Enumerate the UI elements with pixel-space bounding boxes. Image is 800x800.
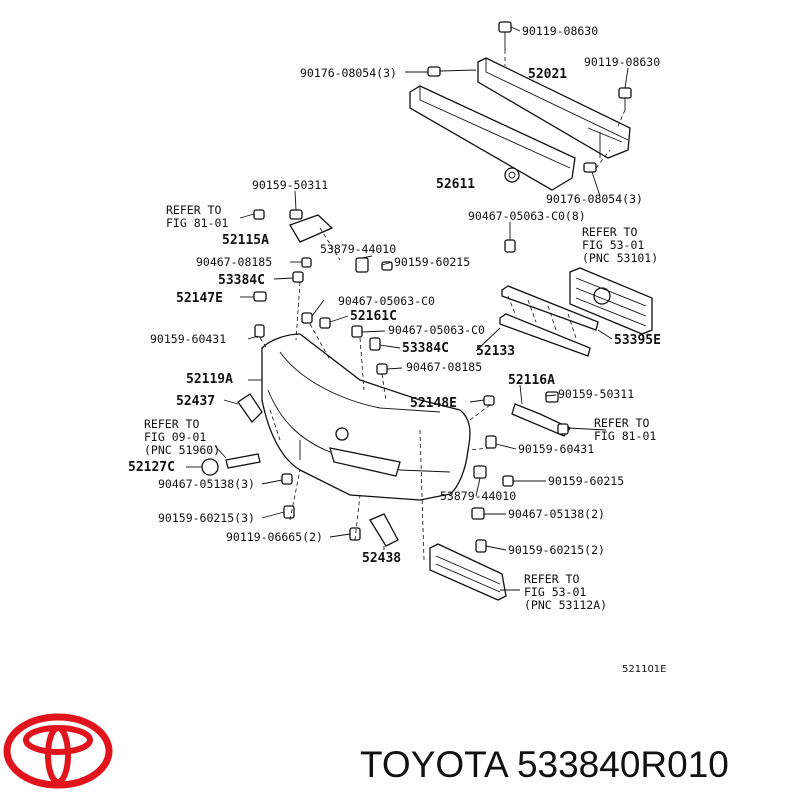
label-l26: 52116A <box>508 373 555 388</box>
label-l36: 53879-44010 <box>440 489 516 503</box>
label-l30c: (PNC 51960) <box>144 443 220 457</box>
toyota-logo-icon <box>3 713 113 789</box>
label-l42b: FIG 53-01 <box>524 585 586 599</box>
label-l40: 52438 <box>362 551 401 566</box>
energy-absorber <box>409 85 576 191</box>
label-l33: 52127C <box>128 460 175 475</box>
label-l22: 52133 <box>476 344 515 359</box>
label-l11b: FIG 53-01 <box>582 238 644 252</box>
label-l35: 90159-60215 <box>548 474 624 488</box>
label-l19: 90159-60431 <box>150 332 226 346</box>
label-l28: 90159-50311 <box>558 387 634 401</box>
label-l27: 52437 <box>176 394 215 409</box>
label-l32: 90159-60431 <box>518 442 594 456</box>
label-l14: 90159-60215 <box>394 255 470 269</box>
brand-part-number: TOYOTA 533840R010 <box>360 744 729 785</box>
bolt-top <box>498 21 512 50</box>
label-l31b: FIG 81-01 <box>594 429 656 443</box>
label-l37: 90159-60215(3) <box>158 511 255 525</box>
label-l18: 52161C <box>350 309 397 324</box>
label-l08a: REFER TO <box>166 203 221 217</box>
label-l20: 90467-05063-C0 <box>388 323 485 337</box>
molding-52133 <box>499 313 591 357</box>
fasteners <box>253 209 569 553</box>
diagram-code: 521101E <box>622 664 667 675</box>
label-l06: 90176-08054(3) <box>546 192 643 206</box>
label-l13: 90467-08185 <box>196 255 272 269</box>
label-l30b: FIG 09-01 <box>144 430 206 444</box>
label-l21: 53384C <box>402 341 449 356</box>
bolt-right <box>618 87 632 110</box>
clip-left-top <box>427 66 477 77</box>
label-l07: 90159-50311 <box>252 178 328 192</box>
part-labels: 90119-08630 90176-08054(3) 52021 90119-0… <box>128 24 667 675</box>
label-l38: 90467-05138(2) <box>508 507 605 521</box>
cap-52127c <box>201 453 261 476</box>
label-l10: 90467-05063-C0(8) <box>468 209 586 223</box>
molding-53395e <box>501 285 599 339</box>
bumper-cover <box>261 333 471 501</box>
label-l04: 90119-08630 <box>584 55 660 69</box>
label-l24: 52119A <box>186 372 233 387</box>
label-l16: 52147E <box>176 291 223 306</box>
label-l11c: (PNC 53101) <box>582 251 658 265</box>
clip-right-mid <box>583 162 597 173</box>
label-l15: 53384C <box>218 273 265 288</box>
label-l42a: REFER TO <box>524 572 579 586</box>
leader-lines <box>186 26 629 591</box>
label-l02: 90176-08054(3) <box>300 66 397 80</box>
label-l31a: REFER TO <box>594 416 649 430</box>
label-l12: 53879-44010 <box>320 242 396 256</box>
label-l17: 90467-05063-C0 <box>338 294 435 308</box>
label-l34: 90467-05138(3) <box>158 477 255 491</box>
cover-52437 <box>237 393 263 424</box>
label-l39: 90119-06665(2) <box>226 530 323 544</box>
label-l01: 90119-08630 <box>522 24 598 38</box>
label-l42c: (PNC 53112A) <box>524 598 607 612</box>
label-l11a: REFER TO <box>582 225 637 239</box>
bumper-reinforcement <box>477 57 631 159</box>
label-l23: 53395E <box>614 333 661 348</box>
label-l09: 52115A <box>222 233 269 248</box>
label-l05: 52611 <box>436 177 475 192</box>
label-l29: 52148E <box>410 396 457 411</box>
assembly-lines <box>259 50 626 561</box>
upper-grille <box>569 267 653 335</box>
cover-52438 <box>369 513 399 547</box>
label-l30a: REFER TO <box>144 417 199 431</box>
label-l03: 52021 <box>528 67 567 82</box>
label-l25: 90467-08185 <box>406 360 482 374</box>
label-l41: 90159-60215(2) <box>508 543 605 557</box>
label-l08b: FIG 81-01 <box>166 216 228 230</box>
bracket-52115a <box>289 214 334 243</box>
lower-grille <box>429 543 507 601</box>
